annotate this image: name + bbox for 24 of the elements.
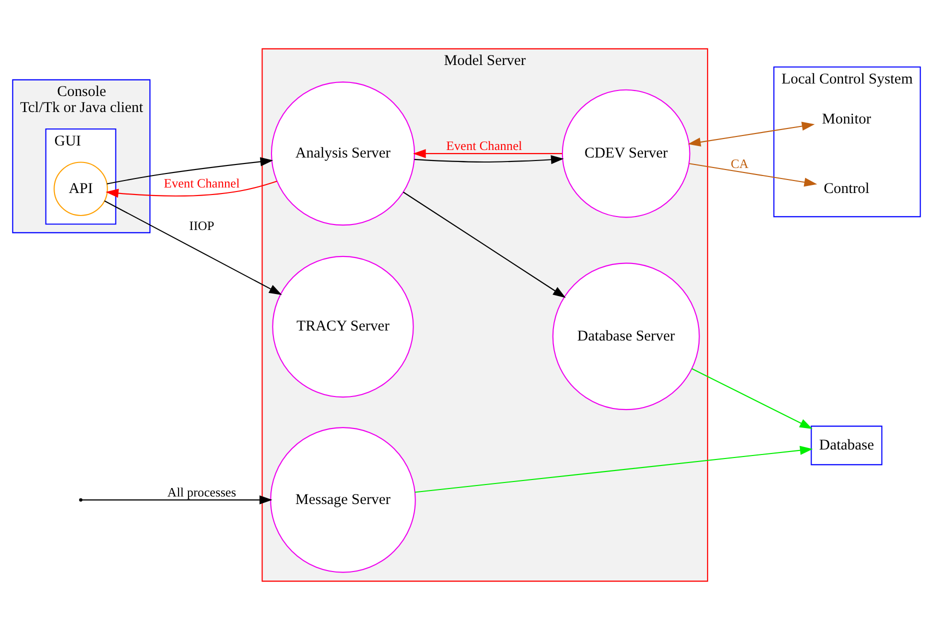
arrow <box>106 156 274 184</box>
edge-label: IIOP <box>189 218 214 233</box>
node-circle: CDEV Server <box>562 88 690 218</box>
arrow <box>412 148 562 158</box>
arrow <box>414 445 813 492</box>
edge-label: All processes <box>167 484 236 499</box>
arrow <box>106 180 278 198</box>
edge-label: CA <box>730 156 749 171</box>
node-text: Control <box>824 180 870 196</box>
arrow <box>403 191 566 298</box>
node-circle: Analysis Server <box>270 81 416 226</box>
arrow <box>82 494 272 504</box>
node-circle: TRACY Server <box>272 255 414 398</box>
node-box: Database <box>810 425 882 465</box>
arrow <box>689 162 818 186</box>
arrow <box>414 154 564 164</box>
node-circle: Message Server <box>270 426 416 572</box>
node-circle: API <box>54 161 108 216</box>
edge-label: Event Channel <box>446 138 522 152</box>
arrow <box>688 121 815 146</box>
node-text: Monitor <box>822 110 872 127</box>
arrow <box>104 200 282 294</box>
edge-label: Event Channel <box>164 176 240 190</box>
arrow <box>692 368 813 428</box>
